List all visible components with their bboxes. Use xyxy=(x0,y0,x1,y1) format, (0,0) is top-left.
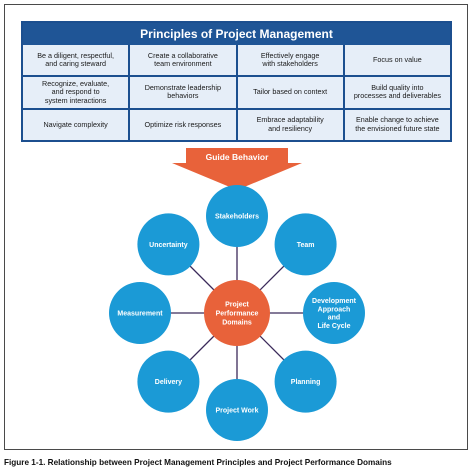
domain-label: Approach xyxy=(318,306,351,313)
principle-cell: Navigate complexity xyxy=(23,109,129,140)
principle-cell: Tailor based on context xyxy=(237,77,343,108)
principle-cell: Focus on value xyxy=(344,45,450,76)
domain-label: Stakeholders xyxy=(215,214,259,221)
principle-cell: Demonstrate leadership behaviors xyxy=(130,77,236,108)
domain-circle xyxy=(274,350,337,413)
domain-circle xyxy=(137,213,200,276)
domain-label: Team xyxy=(297,242,315,249)
center-label: Domains xyxy=(222,320,252,327)
principle-cell: Create a collaborative team environment xyxy=(130,45,236,76)
figure-caption: Figure 1-1. Relationship between Project… xyxy=(4,458,392,467)
principle-cell: Effectively engage with stakeholders xyxy=(237,45,343,76)
principles-table: Principles of Project Management Be a di… xyxy=(21,21,452,142)
principle-cell: Build quality into processes and deliver… xyxy=(344,77,450,108)
domain-node-measurement: Measurement xyxy=(109,282,171,344)
domain-label: Development xyxy=(312,298,357,305)
domain-label: Project Work xyxy=(215,408,258,415)
principles-title: Principles of Project Management xyxy=(23,23,450,45)
center-label: Project xyxy=(225,302,249,309)
principles-grid: Be a diligent, respectful, and caring st… xyxy=(23,45,450,140)
principle-cell: Enable change to achieve the envisioned … xyxy=(344,109,450,140)
domain-circle xyxy=(206,379,268,441)
domain-node-project-work: Project Work xyxy=(206,379,268,441)
principle-cell: Embrace adaptability and resiliency xyxy=(237,109,343,140)
principle-cell: Recognize, evaluate, and respond to syst… xyxy=(23,77,129,108)
principle-cell: Optimize risk responses xyxy=(130,109,236,140)
domain-label: Delivery xyxy=(155,379,182,386)
principle-cell: Be a diligent, respectful, and caring st… xyxy=(23,45,129,76)
domain-node-stakeholders: Stakeholders xyxy=(206,185,268,247)
domain-node-uncertainty: Uncertainty xyxy=(137,213,200,276)
arrow-shape xyxy=(172,148,302,190)
domain-circle xyxy=(206,185,268,247)
domain-circle xyxy=(109,282,171,344)
domain-label: Uncertainty xyxy=(149,242,188,249)
domain-label: Planning xyxy=(291,379,321,386)
domain-circle xyxy=(303,282,365,344)
domain-node-planning: Planning xyxy=(274,350,337,413)
arrow-label: Guide Behavior xyxy=(206,152,270,162)
domain-node-delivery: Delivery xyxy=(137,350,200,413)
domain-circle xyxy=(274,213,337,276)
performance-domains-diagram: Guide Behavior StakeholdersTeamDevelopme… xyxy=(109,148,365,441)
center-circle xyxy=(204,280,270,346)
center-label: Performance xyxy=(216,311,259,318)
domain-label: Life Cycle xyxy=(317,323,350,330)
domain-label: and xyxy=(328,315,340,322)
guide-behavior-arrow: Guide Behavior xyxy=(172,148,302,190)
domain-label: Measurement xyxy=(117,311,163,318)
domain-circle xyxy=(137,350,200,413)
domain-node-team: Team xyxy=(274,213,337,276)
